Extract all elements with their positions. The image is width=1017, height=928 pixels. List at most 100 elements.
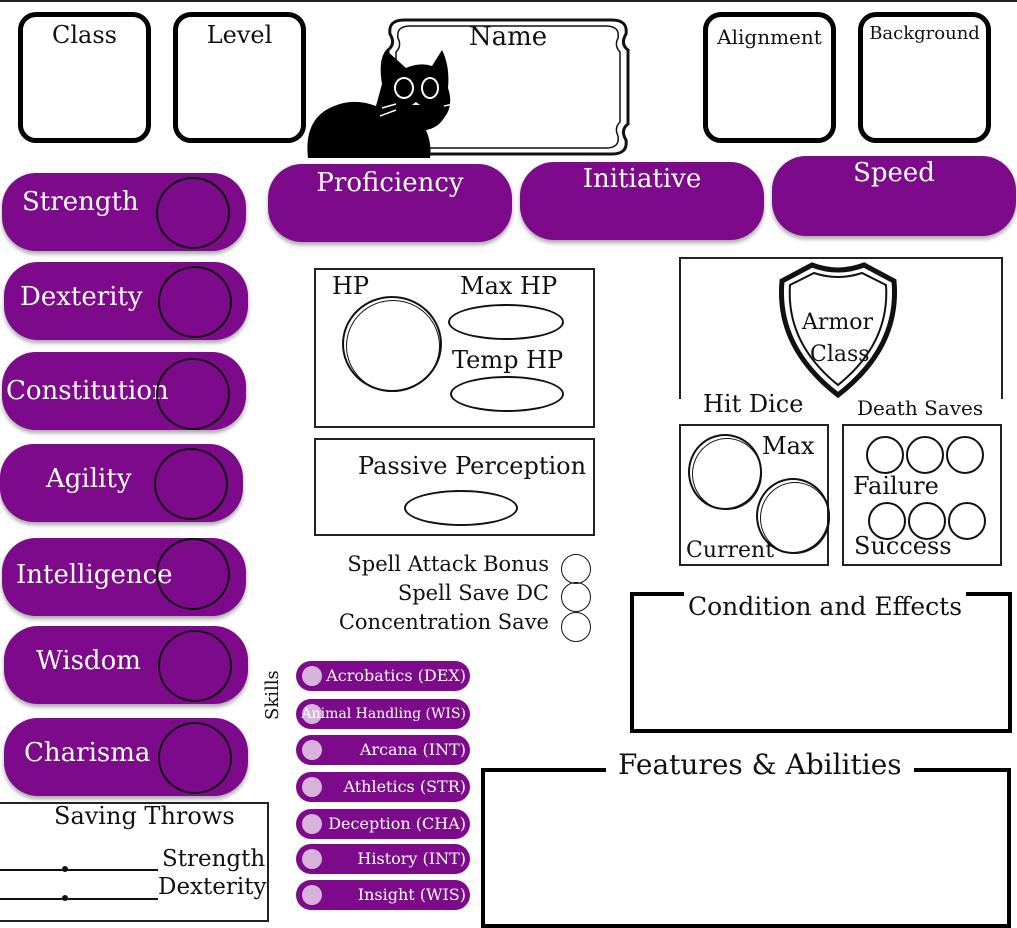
death-fail-circle-2[interactable]	[906, 436, 944, 474]
ability-score-circle[interactable]	[156, 538, 230, 610]
skill-label: Athletics (STR)	[343, 777, 466, 796]
initiative-pill[interactable]: Initiative	[520, 162, 764, 240]
saving-throw-line[interactable]	[0, 869, 158, 871]
skill-athletics[interactable]: Athletics (STR)	[296, 772, 470, 802]
temp-hp-oval[interactable]	[450, 376, 564, 412]
ability-score-circle[interactable]	[156, 358, 230, 430]
skill-arcana[interactable]: Arcana (INT)	[296, 735, 470, 765]
death-success-circle-2[interactable]	[908, 502, 946, 540]
spell-attack-bonus-circle[interactable]	[561, 554, 591, 584]
saving-throw-bullet	[62, 895, 68, 901]
background-label: Background	[869, 23, 980, 44]
class-box[interactable]: Class	[18, 12, 151, 143]
skill-label: Insight (WIS)	[357, 885, 466, 904]
skill-proficiency-dot[interactable]	[302, 666, 322, 686]
skill-proficiency-dot[interactable]	[302, 704, 322, 724]
ability-pill-constitution[interactable]: Constitution	[2, 352, 246, 430]
ability-label: Strength	[22, 187, 139, 217]
passive-perception-oval[interactable]	[404, 490, 518, 526]
ability-label: Dexterity	[20, 282, 143, 312]
death-success-circle-3[interactable]	[948, 502, 986, 540]
hp-circle-sketch	[346, 300, 440, 392]
ability-score-circle[interactable]	[158, 630, 232, 702]
saving-throw-bullet	[62, 866, 68, 872]
skill-proficiency-dot[interactable]	[302, 814, 322, 834]
death-saves-frame	[842, 424, 1002, 566]
temp-hp-label: Temp HP	[452, 346, 564, 374]
ability-score-circle[interactable]	[158, 266, 232, 338]
background-box[interactable]: Background	[858, 12, 991, 143]
skill-proficiency-dot[interactable]	[302, 885, 322, 905]
proficiency-label: Proficiency	[316, 168, 464, 198]
speed-pill[interactable]: Speed	[772, 156, 1016, 236]
death-failure-label: Failure	[853, 472, 939, 500]
skill-animal-handling[interactable]: Animal Handling (WIS)	[296, 699, 470, 729]
ability-pill-intelligence[interactable]: Intelligence	[2, 538, 246, 616]
ability-pill-agility[interactable]: Agility	[0, 444, 243, 522]
skill-proficiency-dot[interactable]	[302, 777, 322, 797]
skill-label: Acrobatics (DEX)	[326, 666, 466, 685]
ability-pill-strength[interactable]: Strength	[2, 173, 246, 251]
name-label: Name	[468, 22, 548, 52]
spell-save-dc-label: Spell Save DC	[397, 581, 549, 605]
shield-icon[interactable]	[776, 259, 900, 399]
features-box[interactable]	[481, 768, 1011, 928]
concentration-save-label: Concentration Save	[338, 610, 549, 634]
saving-throw-label: Strength	[162, 846, 266, 872]
ability-score-circle[interactable]	[158, 722, 232, 794]
hit-dice-current-label: Current	[686, 538, 775, 563]
speed-label: Speed	[853, 158, 935, 188]
max-hp-label: Max HP	[460, 272, 558, 300]
ability-score-circle[interactable]	[154, 448, 228, 520]
ability-label: Intelligence	[16, 560, 173, 590]
hit-dice-frame	[679, 424, 829, 566]
skills-title: Skills	[262, 670, 283, 720]
death-fail-circle-3[interactable]	[946, 436, 984, 474]
ability-pill-charisma[interactable]: Charisma	[4, 718, 248, 796]
concentration-save-circle[interactable]	[561, 612, 591, 642]
skill-label: Arcana (INT)	[359, 740, 466, 759]
skill-insight[interactable]: Insight (WIS)	[296, 880, 470, 910]
level-box[interactable]: Level	[173, 12, 306, 143]
ability-score-circle[interactable]	[156, 177, 230, 249]
skill-proficiency-dot[interactable]	[302, 740, 322, 760]
ability-label: Constitution	[6, 376, 169, 406]
spell-save-dc-circle[interactable]	[561, 582, 591, 612]
hp-label: HP	[332, 272, 370, 300]
passive-perception-frame	[314, 438, 595, 536]
name-box[interactable]: Name	[382, 14, 634, 160]
skill-acrobatics[interactable]: Acrobatics (DEX)	[296, 661, 470, 691]
proficiency-pill[interactable]: Proficiency	[268, 164, 512, 242]
features-label: Features & Abilities	[606, 748, 914, 781]
ability-label: Agility	[46, 464, 132, 494]
class-label: Class	[52, 21, 117, 49]
death-fail-circle-1[interactable]	[866, 436, 904, 474]
armor-class-label-line2: Class	[810, 342, 870, 367]
death-saves-title: Death Saves	[857, 396, 984, 420]
hit-dice-current-sketch	[760, 482, 830, 554]
death-success-label: Success	[854, 532, 952, 560]
hit-dice-max-label: Max	[762, 432, 815, 460]
ability-pill-dexterity[interactable]: Dexterity	[4, 262, 248, 340]
skill-history[interactable]: History (INT)	[296, 844, 470, 874]
skill-deception[interactable]: Deception (CHA)	[296, 809, 470, 839]
top-divider	[0, 0, 1017, 2]
max-hp-oval[interactable]	[448, 304, 564, 340]
ability-label: Wisdom	[36, 646, 141, 676]
skill-label: Animal Handling (WIS)	[301, 706, 466, 722]
hp-frame	[314, 268, 595, 428]
hit-dice-max-sketch	[692, 438, 762, 510]
conditions-label: Condition and Effects	[684, 592, 967, 621]
skill-label: History (INT)	[357, 849, 466, 868]
death-success-circle-1[interactable]	[868, 502, 906, 540]
armor-class-frame	[679, 257, 1003, 399]
alignment-box[interactable]: Alignment	[703, 12, 836, 143]
spell-attack-bonus-label: Spell Attack Bonus	[347, 552, 549, 576]
passive-perception-label: Passive Perception	[358, 452, 587, 480]
ornate-frame-icon	[386, 18, 630, 156]
saving-throw-line[interactable]	[0, 898, 158, 900]
ability-label: Charisma	[24, 738, 151, 768]
saving-throw-label: Dexterity	[158, 874, 267, 900]
skill-proficiency-dot[interactable]	[302, 849, 322, 869]
ability-pill-wisdom[interactable]: Wisdom	[4, 626, 248, 704]
